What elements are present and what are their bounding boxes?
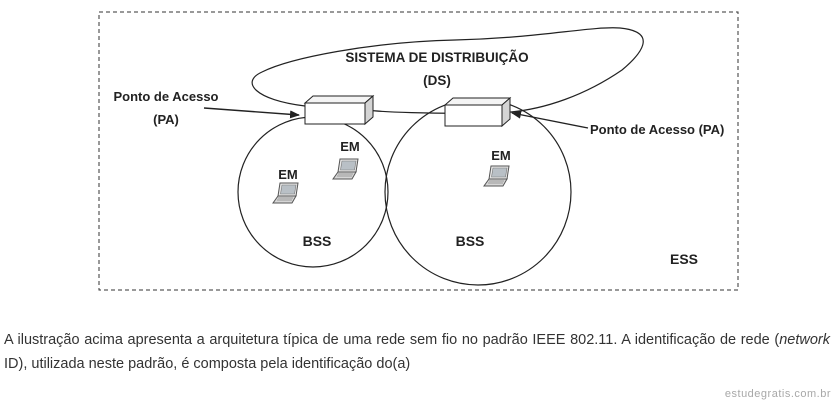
- arrow-to-access-point-right: [511, 110, 589, 129]
- wireless-architecture-diagram: SISTEMA DE DISTRIBUIÇÃO (DS) Ponto de Ac…: [98, 11, 739, 291]
- ds-title-line1: SISTEMA DE DISTRIBUIÇÃO: [345, 50, 528, 65]
- em-label-2: EM: [340, 139, 360, 154]
- access-point-left-label-line1: Ponto de Acesso: [114, 89, 219, 104]
- laptop-icon-em-2: [332, 158, 359, 180]
- bss-circle-right: [384, 98, 572, 286]
- access-point-left: [303, 94, 375, 126]
- access-point-left-label-line2: (PA): [153, 112, 179, 127]
- question-text: A ilustração acima apresenta a arquitetu…: [4, 328, 830, 376]
- site-watermark: estudegratis.com.br: [724, 388, 831, 400]
- access-point-right: [443, 96, 512, 128]
- access-point-right-label: Ponto de Acesso (PA): [590, 122, 724, 137]
- laptop-icon-em-3: [483, 165, 510, 187]
- question-text-part2: ID), utilizada neste padrão, é composta …: [4, 356, 411, 372]
- em-label-1: EM: [278, 167, 298, 182]
- arrow-to-access-point-left: [203, 107, 300, 119]
- em-label-3: EM: [491, 148, 511, 163]
- question-text-part1: A ilustração acima apresenta a arquitetu…: [4, 332, 780, 348]
- bss-label-left: BSS: [303, 233, 332, 249]
- question-text-italic: network: [779, 332, 830, 348]
- laptop-icon-em-1: [272, 182, 299, 204]
- bss-label-right: BSS: [456, 233, 485, 249]
- ess-label: ESS: [670, 251, 698, 267]
- ess-boundary: [98, 11, 739, 291]
- ds-title-line2: (DS): [423, 73, 451, 88]
